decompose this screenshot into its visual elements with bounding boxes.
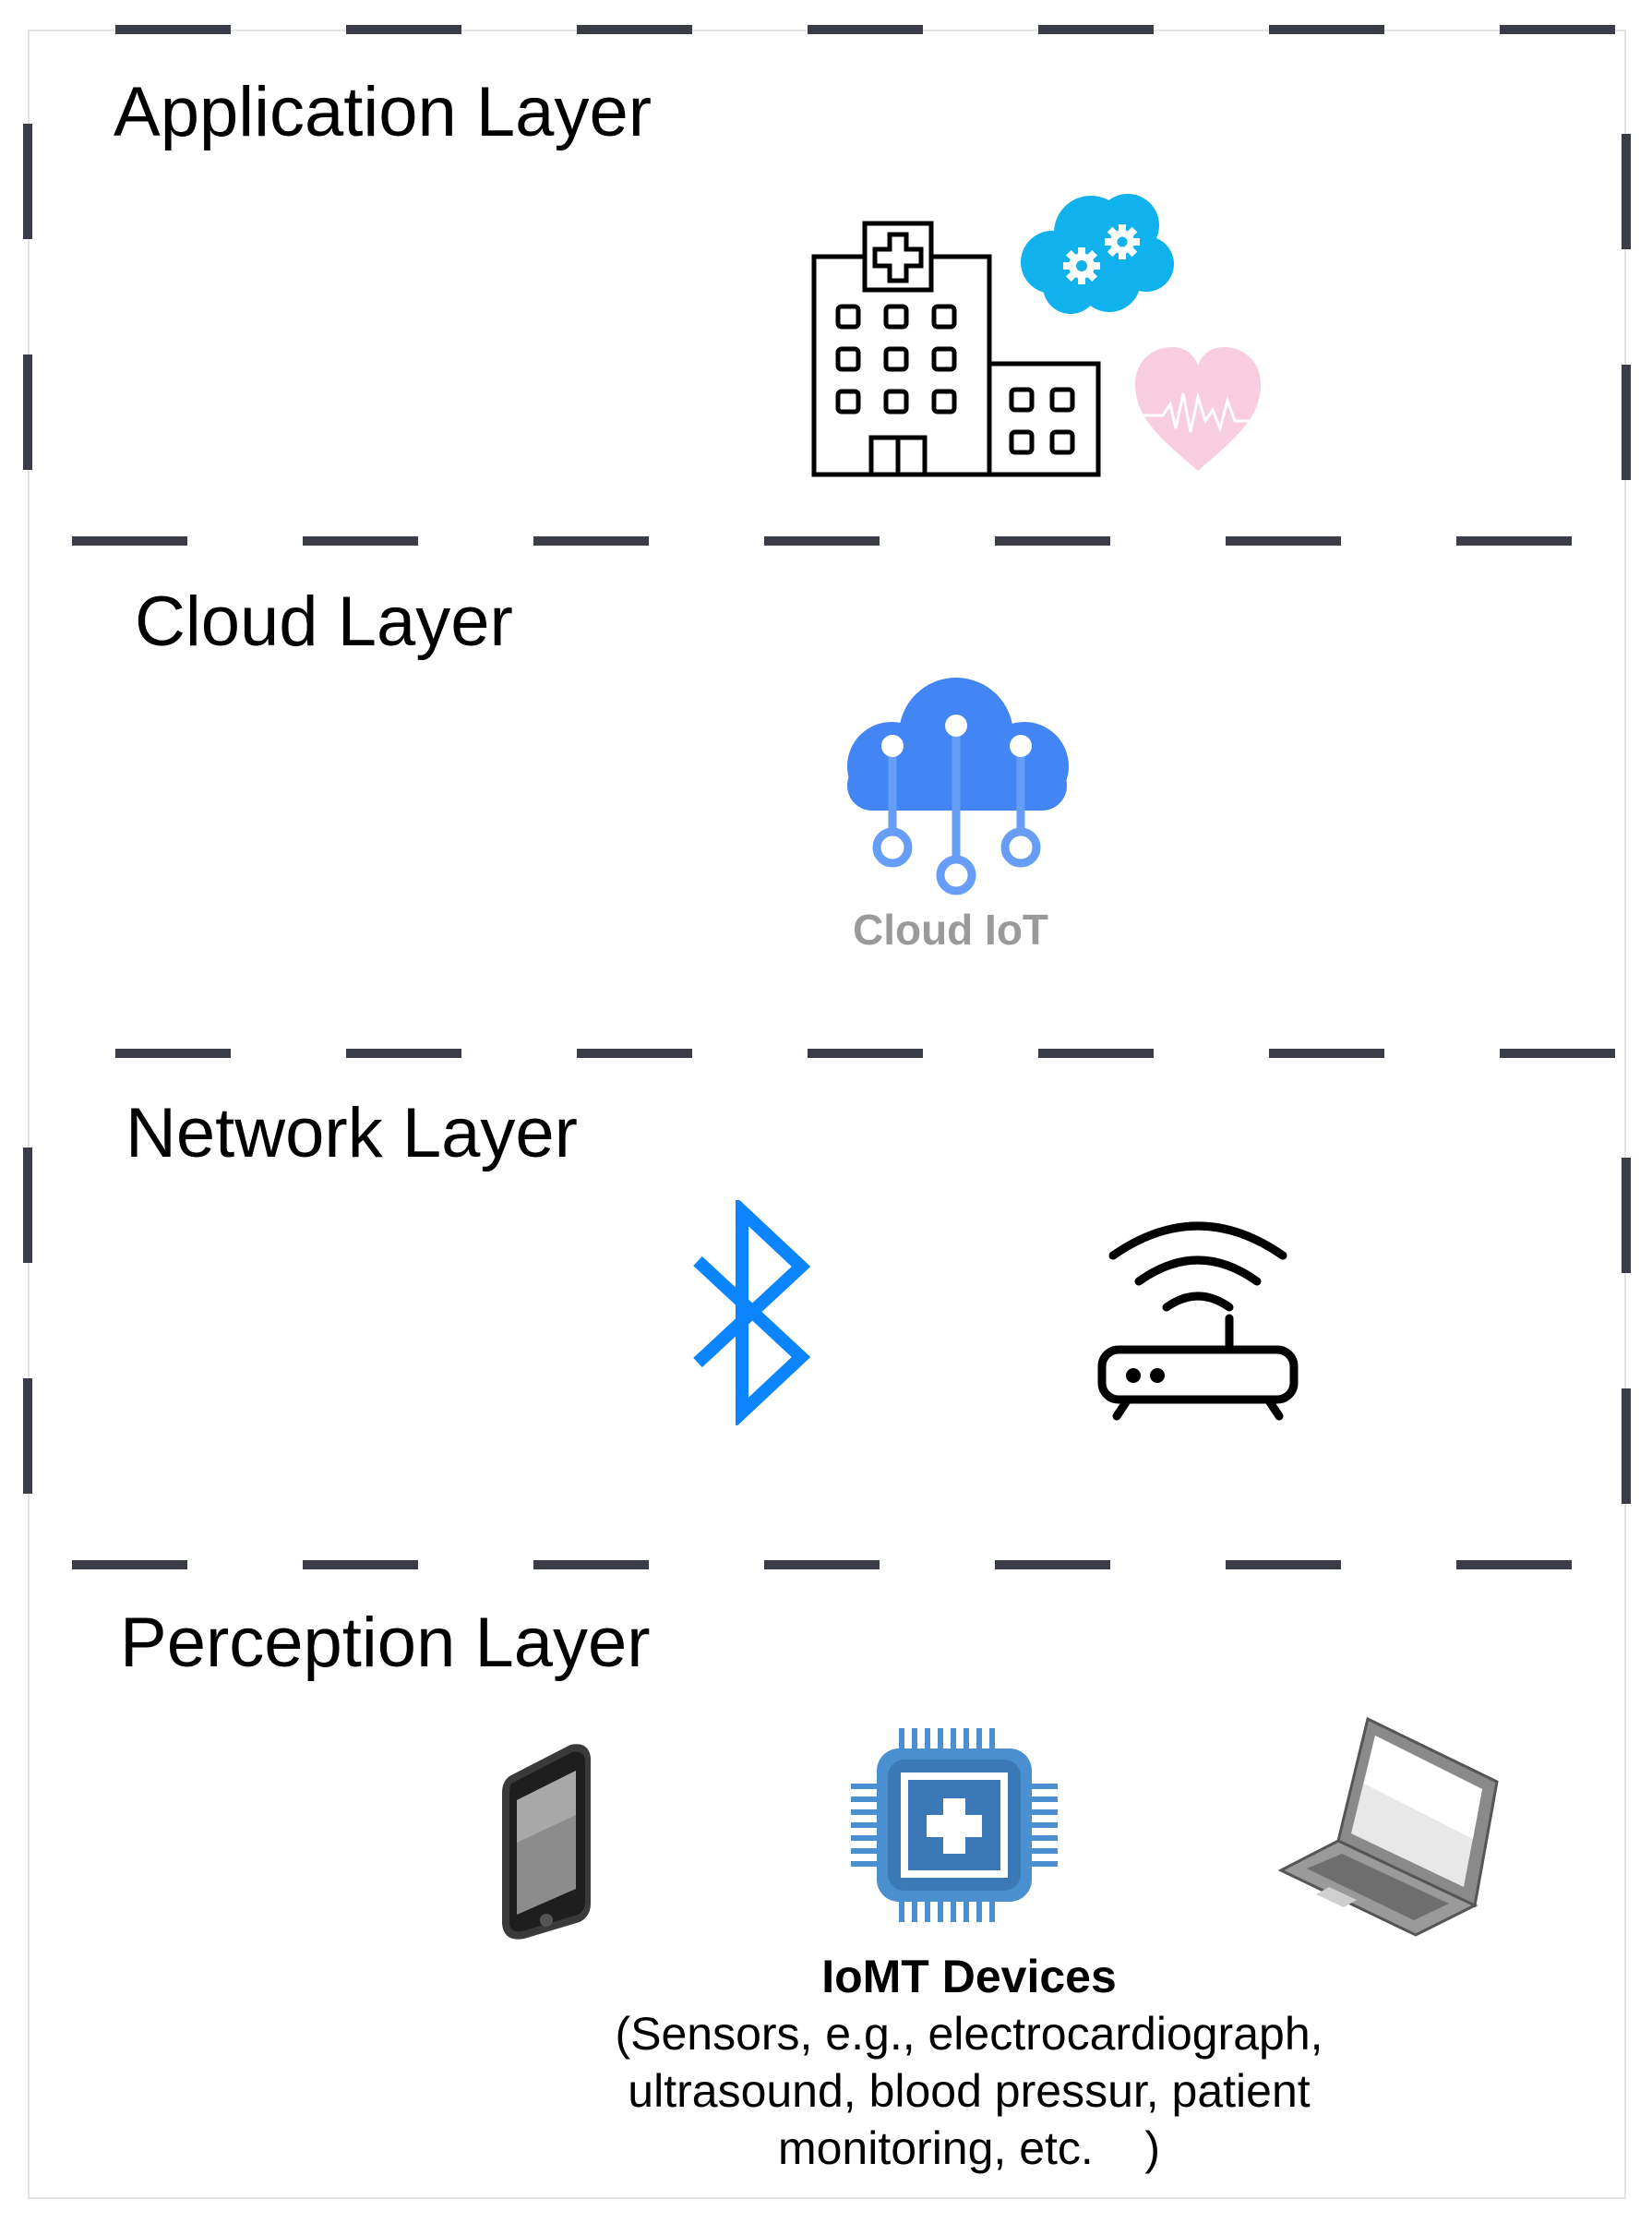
- iomt-devices-description: (Sensors, e.g., electrocardiograph, ultr…: [554, 2005, 1384, 2177]
- wifi-router-icon: [1097, 1221, 1299, 1421]
- cloud-layer-title: Cloud Layer: [135, 583, 513, 661]
- iomt-desc-line: monitoring, etc. ): [777, 2122, 1161, 2174]
- cloud-gears-icon: [1021, 194, 1174, 314]
- network-layer-boundary: [23, 1049, 1631, 1569]
- application-layer-title: Application Layer: [114, 73, 652, 151]
- iomt-desc-line: (Sensors, e.g., electrocardiograph,: [615, 2008, 1323, 2060]
- perception-layer-title: Perception Layer: [120, 1604, 651, 1682]
- medical-chip-icon: [851, 1728, 1058, 1922]
- heart-pulse-icon: [1135, 347, 1261, 471]
- iomt-desc-line: ultrasound, blood pressur, patient: [628, 2065, 1311, 2117]
- laptop-icon: [1277, 1716, 1499, 1937]
- iomt-devices-title: IoMT Devices: [821, 1951, 1117, 2002]
- bluetooth-icon: [693, 1200, 810, 1425]
- hospital-icon: [811, 221, 1101, 477]
- cloud-iot-label: Cloud IoT: [852, 906, 1049, 954]
- network-layer-title: Network Layer: [126, 1094, 578, 1172]
- application-layer-boundary: [23, 25, 1631, 546]
- smartphone-icon: [502, 1744, 591, 1940]
- cloud-iot-icon: [847, 678, 1069, 895]
